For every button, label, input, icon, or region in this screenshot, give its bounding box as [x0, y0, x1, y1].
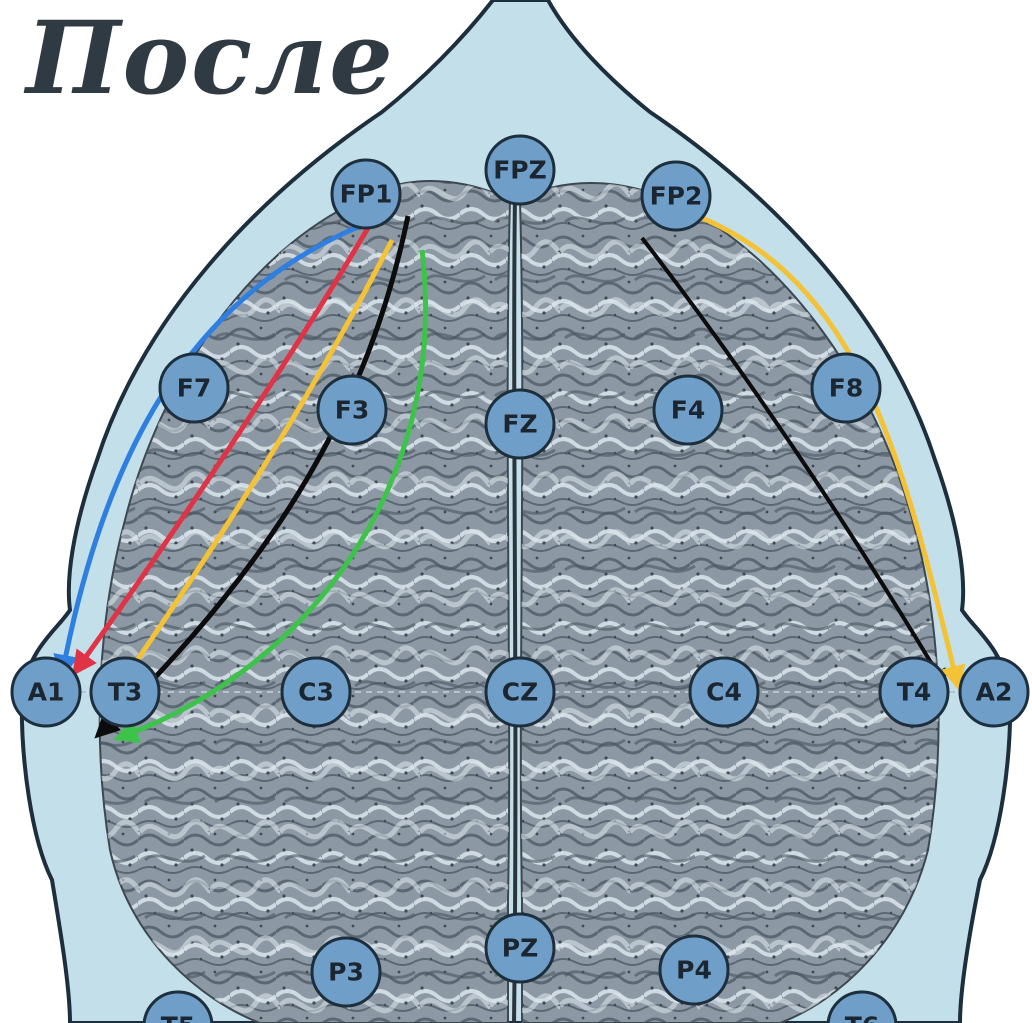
page-title: После	[26, 0, 395, 117]
electrode-t4: T4	[878, 656, 950, 728]
electrode-label-fpz: FPZ	[493, 156, 547, 185]
electrode-label-fp2: FP2	[650, 182, 703, 211]
electrode-label-p3: P3	[328, 958, 364, 987]
electrode-t3: T3	[89, 656, 161, 728]
electrodes: FP1 FPZ FP2 F7 F3 FZ F4 F8	[10, 134, 1030, 1023]
electrode-f4: F4	[652, 374, 724, 446]
electrode-label-c4: C4	[706, 678, 742, 707]
electrode-label-a2: A2	[976, 678, 1013, 707]
electrode-p3: P3	[310, 936, 382, 1008]
electrode-t5: T5	[142, 990, 214, 1023]
electrode-c4: C4	[688, 656, 760, 728]
electrode-label-a1: A1	[28, 678, 65, 707]
arrow-fp1-a1-red	[72, 226, 371, 677]
electrode-label-cz: CZ	[502, 678, 538, 707]
electrode-label-f3: F3	[335, 396, 369, 425]
electrode-f8: F8	[810, 352, 882, 424]
electrode-label-p4: P4	[676, 956, 712, 985]
arrow-fp1-t3-yellow	[107, 238, 395, 705]
electrode-a2: A2	[958, 656, 1030, 728]
electrode-label-fz: FZ	[502, 410, 537, 439]
electrode-label-pz: PZ	[502, 934, 538, 963]
arrow-fp1-t3-black	[94, 215, 411, 739]
electrode-label-f7: F7	[177, 374, 211, 403]
arrow-fp2-t4-black	[640, 236, 948, 690]
electrode-f7: F7	[158, 352, 230, 424]
electrode-a1: A1	[10, 656, 82, 728]
electrode-label-c3: C3	[298, 678, 334, 707]
longitudinal-fissure	[512, 194, 518, 1023]
electrode-cz: CZ	[484, 656, 556, 728]
arrow-fp1-t3-green	[113, 249, 429, 744]
electrode-label-t4: T4	[897, 678, 931, 707]
electrode-label-fp1: FP1	[340, 180, 393, 209]
electrode-label-t3: T3	[108, 678, 142, 707]
electrode-fz: FZ	[484, 388, 556, 460]
electrode-fpz: FPZ	[484, 134, 556, 206]
electrode-fp2: FP2	[640, 160, 712, 232]
electrode-label-f8: F8	[829, 374, 863, 403]
electrode-p4: P4	[658, 934, 730, 1006]
electrode-label-f4: F4	[671, 396, 705, 425]
electrode-f3: F3	[316, 374, 388, 446]
electrode-t6: T6	[826, 990, 898, 1023]
electrode-label-t6: T6	[845, 1012, 879, 1023]
electrode-c3: C3	[280, 656, 352, 728]
electrode-fp1: FP1	[330, 158, 402, 230]
electrode-pz: PZ	[484, 912, 556, 984]
electrode-label-t5: T5	[161, 1012, 195, 1023]
